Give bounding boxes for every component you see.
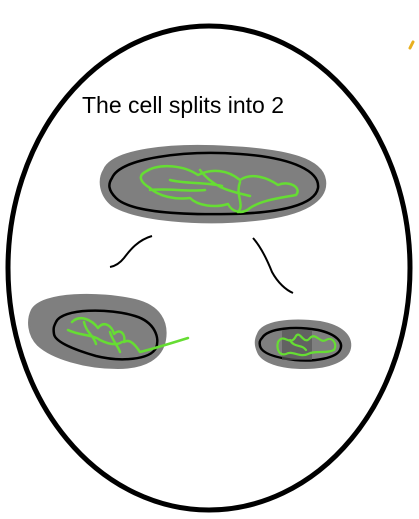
parent-cell [101, 146, 326, 222]
daughter-cell-left [29, 295, 188, 368]
daughter-cell-right [256, 321, 351, 369]
division-line-left [110, 236, 152, 267]
diagram-caption: The cell splits into 2 [82, 94, 284, 117]
accent-mark [410, 42, 413, 48]
division-line-right [253, 238, 293, 293]
